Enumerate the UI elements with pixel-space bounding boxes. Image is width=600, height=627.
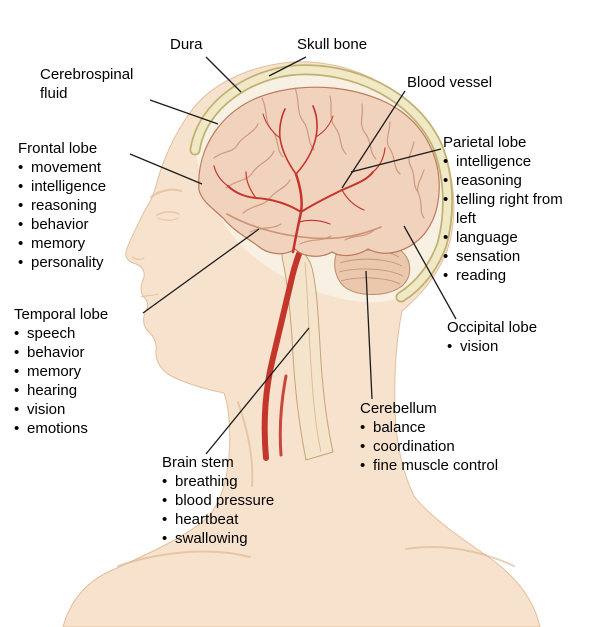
bullet: • — [18, 235, 24, 252]
bullet: • — [18, 197, 24, 214]
blood-vessel-label: Blood vessel — [407, 73, 492, 92]
parietal-lobe-item: •sensation — [443, 248, 521, 265]
occipital-lobe-item: •vision — [447, 338, 499, 355]
cerebellum-title: Cerebellum — [360, 400, 437, 417]
leader-cerebellum — [365, 270, 373, 400]
bullet: • — [14, 420, 20, 437]
temporal-lobe-item: •emotions — [14, 420, 88, 437]
cerebellum-label: Cerebellum •balance •coordination •fine … — [360, 399, 550, 475]
temporal-lobe-item: •hearing — [14, 382, 78, 399]
bullet: • — [360, 457, 366, 474]
brain-stem-item: •swallowing — [162, 530, 248, 547]
bullet: • — [360, 438, 366, 455]
frontal-lobe-item: •memory — [18, 235, 86, 252]
cerebellum-item: •fine muscle control — [360, 457, 499, 474]
dura-label: Dura — [170, 35, 203, 54]
parietal-lobe-item: •reasoning — [443, 172, 522, 189]
frontal-lobe-title: Frontal lobe — [18, 140, 98, 157]
bullet: • — [14, 382, 20, 399]
brain-stem-item: •breathing — [162, 473, 238, 490]
occipital-lobe-title: Occipital lobe — [447, 319, 538, 336]
bullet: • — [14, 363, 20, 380]
temporal-lobe-item: •speech — [14, 325, 76, 342]
cerebrospinal-fluid-title: Cerebrospinal fluid — [40, 66, 134, 102]
bullet: • — [14, 344, 20, 361]
brain-stem-item: •blood pressure — [162, 492, 275, 509]
leader-dura — [205, 56, 242, 93]
brain-stem-title: Brain stem — [162, 454, 234, 471]
bullet: • — [443, 267, 449, 284]
temporal-lobe-title: Temporal lobe — [14, 306, 109, 323]
frontal-lobe-label: Frontal lobe •movement •intelligence •re… — [18, 139, 140, 272]
brain-blood-vessels — [213, 105, 386, 254]
leader-lines — [129, 56, 457, 455]
brain-stem-shape — [281, 245, 334, 461]
parietal-lobe-title: Parietal lobe — [443, 134, 527, 151]
bullet: • — [443, 248, 449, 265]
brain-gyri-lines — [213, 87, 425, 245]
leader-parietal-lobe — [350, 148, 442, 173]
occipital-lobe-label: Occipital lobe •vision — [447, 318, 592, 356]
bullet: • — [443, 172, 449, 189]
frontal-lobe-item: •personality — [18, 254, 104, 271]
parietal-lobe-label: Parietal lobe •intelligence •reasoning •… — [443, 133, 567, 285]
parietal-lobe-item: •language — [443, 229, 518, 246]
temporal-lobe-item: •memory — [14, 363, 82, 380]
blood-vessel-title: Blood vessel — [407, 74, 493, 91]
temporal-lobe-item: •behavior — [14, 344, 85, 361]
face-features — [117, 188, 515, 567]
skull-bone-title: Skull bone — [297, 36, 368, 53]
bullet: • — [443, 191, 449, 208]
dura-title: Dura — [170, 36, 203, 53]
bullet: • — [18, 254, 24, 271]
cerebellum-item: •coordination — [360, 438, 455, 455]
bullet: • — [162, 511, 168, 528]
bullet: • — [18, 216, 24, 233]
bullet: • — [14, 325, 20, 342]
frontal-lobe-item: •behavior — [18, 216, 89, 233]
parietal-lobe-item: •telling right from left — [443, 191, 563, 227]
leader-temporal-lobe — [142, 228, 260, 314]
leader-skull-bone — [268, 56, 307, 77]
parietal-lobe-item: •reading — [443, 267, 507, 284]
frontal-lobe-item: •intelligence — [18, 178, 107, 195]
skull-bone-label: Skull bone — [297, 35, 367, 54]
bullet: • — [14, 401, 20, 418]
leader-csf — [149, 99, 219, 125]
parietal-lobe-item: •intelligence — [443, 153, 532, 170]
temporal-lobe-item: •vision — [14, 401, 66, 418]
bullet: • — [162, 530, 168, 547]
bullet: • — [18, 159, 24, 176]
bullet: • — [18, 178, 24, 195]
leader-brain-stem — [205, 327, 310, 455]
bullet: • — [447, 338, 453, 355]
bullet: • — [162, 492, 168, 509]
cerebrum-shape — [198, 86, 440, 257]
skull-bone-band — [189, 64, 453, 303]
bullet: • — [443, 153, 449, 170]
leader-occipital-lobe — [403, 225, 457, 320]
cerebrospinal-fluid-label: Cerebrospinal fluid — [40, 65, 156, 103]
bullet: • — [162, 473, 168, 490]
carotid-artery — [261, 251, 302, 461]
brain-stem-item: •heartbeat — [162, 511, 239, 528]
frontal-lobe-item: •movement — [18, 159, 102, 176]
brain-stem-label: Brain stem •breathing •blood pressure •h… — [162, 453, 322, 548]
bullet: • — [443, 229, 449, 246]
frontal-lobe-item: •reasoning — [18, 197, 97, 214]
temporal-lobe-label: Temporal lobe •speech •behavior •memory … — [14, 305, 144, 438]
bullet: • — [360, 419, 366, 436]
cerebellum-item: •balance — [360, 419, 426, 436]
leader-frontal-lobe — [129, 153, 203, 185]
